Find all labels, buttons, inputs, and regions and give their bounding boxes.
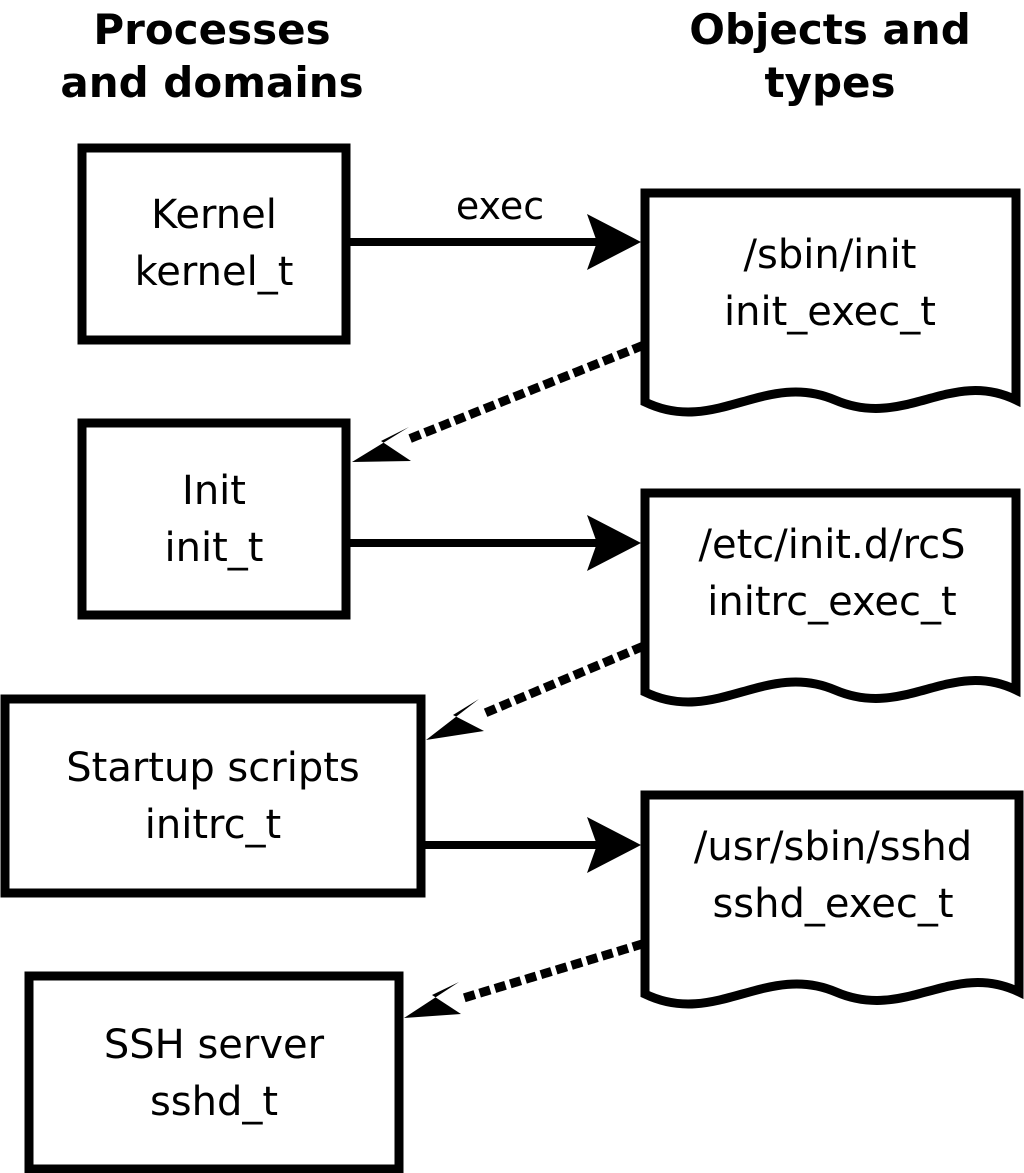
node-usr-sbin-sshd-type: sshd_exec_t — [712, 881, 953, 927]
arrow-head-icon — [404, 982, 461, 1018]
edge-initrc-exec-sshd-exec — [425, 817, 641, 873]
node-kernel-box[interactable] — [77, 143, 351, 345]
edge-init-exec-transition-init — [352, 341, 645, 462]
node-startup-scripts-label: Startup scripts — [66, 745, 359, 791]
column-title-processes-line2: and domains — [60, 58, 363, 107]
node-sbin-init[interactable]: /sbin/init init_exec_t — [640, 188, 1021, 417]
arrow-head-icon — [587, 214, 641, 270]
node-sbin-init-document-shape[interactable] — [640, 188, 1021, 417]
node-ssh-server-type: sshd_t — [150, 1079, 278, 1125]
edge-init-exec-initrc-exec — [350, 515, 641, 571]
node-init[interactable]: Init init_t — [77, 418, 351, 620]
arrow-head-icon — [587, 817, 641, 873]
edge-line — [472, 642, 645, 722]
node-kernel-type: kernel_t — [135, 249, 294, 295]
node-usr-sbin-sshd-path: /usr/sbin/sshd — [694, 824, 972, 870]
edge-kernel-exec-init-exec: exec — [350, 184, 641, 270]
column-title-objects-line2: types — [764, 58, 895, 107]
edge-sshd-exec-transition-sshd — [404, 939, 645, 1018]
node-kernel[interactable]: Kernel kernel_t — [77, 143, 351, 345]
edge-initrc-exec-transition-initrc — [426, 642, 645, 740]
node-etc-initd-rcs-type: initrc_exec_t — [707, 579, 956, 625]
node-usr-sbin-sshd-document-shape[interactable] — [640, 790, 1024, 1009]
node-startup-scripts-type: initrc_t — [145, 802, 282, 848]
arrow-head-icon — [352, 427, 411, 462]
node-init-label: Init — [182, 468, 246, 514]
node-usr-sbin-sshd[interactable]: /usr/sbin/sshd sshd_exec_t — [640, 790, 1024, 1009]
node-startup-scripts[interactable]: Startup scripts initrc_t — [0, 694, 426, 898]
arrow-head-icon — [426, 699, 484, 740]
node-etc-initd-rcs[interactable]: /etc/init.d/rcS initrc_exec_t — [640, 488, 1021, 707]
edge-line — [451, 939, 645, 1006]
edge-label-exec: exec — [456, 184, 544, 228]
arrow-head-icon — [587, 515, 641, 571]
node-sbin-init-path: /sbin/init — [744, 232, 917, 278]
column-title-objects: Objects and types — [689, 5, 971, 107]
column-title-objects-line1: Objects and — [689, 5, 971, 54]
node-init-box[interactable] — [77, 418, 351, 620]
column-title-processes-line1: Processes — [93, 5, 330, 54]
node-ssh-server[interactable]: SSH server sshd_t — [24, 971, 404, 1173]
edge-line — [398, 341, 645, 447]
node-kernel-label: Kernel — [151, 192, 277, 238]
node-startup-scripts-box[interactable] — [0, 694, 426, 898]
node-ssh-server-label: SSH server — [104, 1022, 325, 1068]
node-etc-initd-rcs-path: /etc/init.d/rcS — [698, 522, 965, 568]
node-etc-initd-rcs-document-shape[interactable] — [640, 488, 1021, 707]
node-init-type: init_t — [165, 525, 264, 571]
node-sbin-init-type: init_exec_t — [724, 289, 936, 335]
column-title-processes: Processes and domains — [60, 5, 363, 107]
node-ssh-server-box[interactable] — [24, 971, 404, 1173]
